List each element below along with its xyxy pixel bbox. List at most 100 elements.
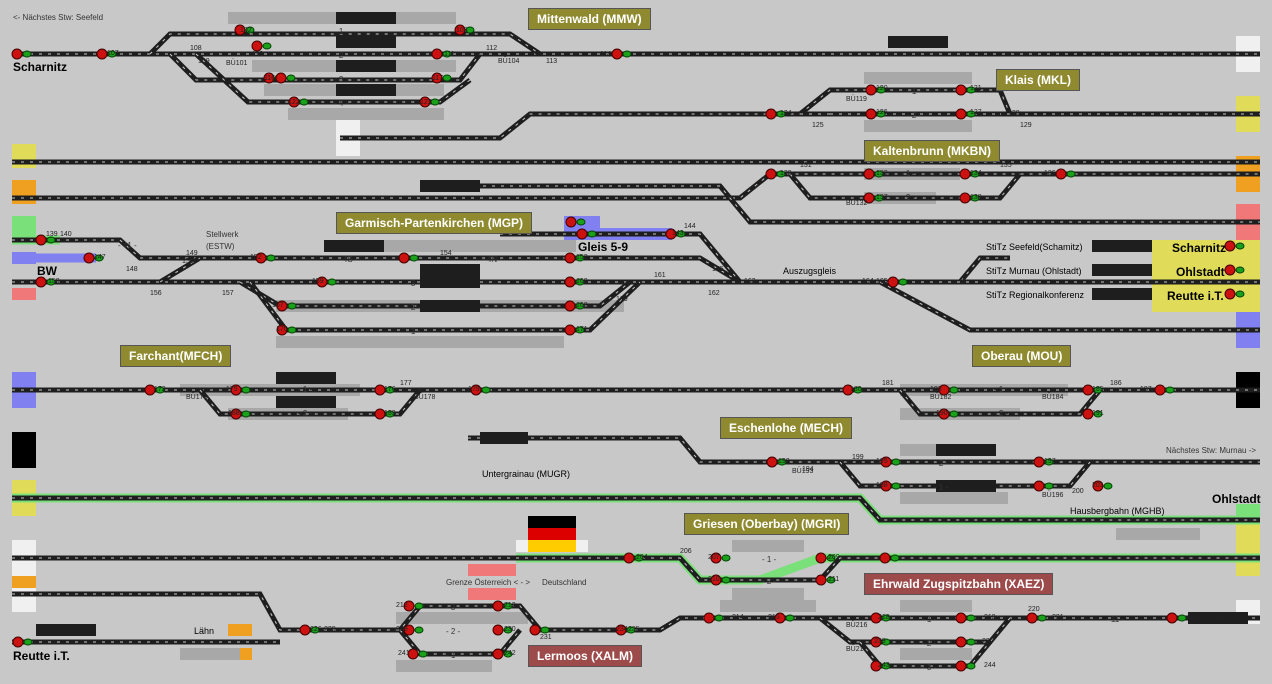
- signal-number-label: 108: [190, 45, 202, 52]
- signal-icon: [1026, 612, 1038, 624]
- route-pink-block: [12, 288, 36, 300]
- station-griesen[interactable]: Griesen (Oberbay) (MGRI): [684, 513, 850, 535]
- signal-icon: [403, 624, 415, 636]
- signal-number-label: 191: [1092, 410, 1104, 417]
- counter-block: [480, 432, 528, 444]
- track-sleepers: [12, 593, 1260, 631]
- signal-icon: [1154, 384, 1166, 396]
- signal-number-label: 158: [48, 278, 60, 285]
- signal-icon: [842, 384, 854, 396]
- station-klais[interactable]: Klais (MKL): [996, 69, 1080, 91]
- signal-number-label: 231: [540, 634, 552, 641]
- platform-block: [396, 660, 492, 672]
- signal-aspect-icon: [287, 302, 297, 310]
- platform-block: [276, 336, 564, 348]
- endpoint-bw[interactable]: BW: [37, 264, 57, 278]
- signal-number-label: 201: [1092, 482, 1104, 489]
- signal-aspect-icon: [966, 110, 976, 118]
- crossing-label: BÜ182: [930, 394, 952, 401]
- track-line: [420, 183, 1260, 225]
- stellwerk-label: Stellwerk: [206, 230, 239, 239]
- signal-aspect-icon: [540, 626, 550, 634]
- station-lermoos[interactable]: Lermoos (XALM): [528, 645, 642, 667]
- station-oberau[interactable]: Oberau (MOU): [972, 345, 1072, 367]
- signal-number-label: 125: [812, 122, 824, 129]
- route-pink-block: [468, 564, 516, 576]
- signal-number-label: 139: [46, 231, 58, 238]
- signal-icon: [564, 276, 576, 288]
- endpoint-scharnitz[interactable]: Scharnitz: [13, 60, 68, 74]
- track-number-label: - 3 -: [922, 663, 937, 672]
- track-sleepers: [249, 281, 641, 331]
- crossing-label: BÜ178: [414, 394, 436, 401]
- signal-aspect-icon: [241, 410, 251, 418]
- signal-aspect-icon: [107, 50, 117, 58]
- signal-number-label: 114: [600, 51, 612, 58]
- signal-number-label: 167: [272, 302, 284, 309]
- station-eschenlohe[interactable]: Eschenlohe (MECH): [720, 417, 853, 439]
- station-farchant[interactable]: Farchant(MFCH): [120, 345, 232, 367]
- station-mittenwald[interactable]: Mittenwald (MMW): [528, 8, 651, 30]
- signal-icon: [955, 84, 967, 96]
- panel-scharnitz-label: Scharnitz: [1172, 241, 1227, 255]
- platform-block: [1116, 528, 1200, 540]
- signal-aspect-icon: [891, 482, 901, 490]
- stitz-regional-button[interactable]: StiTz Regionalkonferenz: [986, 290, 1085, 300]
- track-sleepers: [859, 641, 991, 667]
- signal-icon: [275, 72, 287, 84]
- signal-icon: [492, 624, 504, 636]
- crossing-label: BÜ216: [846, 622, 868, 629]
- counter-block: [1092, 240, 1152, 252]
- station-kaltenbrunn[interactable]: Kaltenbrunn (MKBN): [864, 140, 1000, 162]
- signal-number-label: 159: [312, 278, 324, 285]
- route-black-block: [12, 432, 36, 468]
- track-number-label: - 2 -: [901, 193, 916, 202]
- signal-aspect-icon: [241, 386, 251, 394]
- counter-block: [420, 180, 480, 192]
- nav-prev-seefeld[interactable]: <- Nächstes Stw: Seefeld: [13, 13, 104, 22]
- track-number-label: - 2 -: [762, 577, 777, 586]
- signal-aspect-icon: [1177, 614, 1187, 622]
- signal-number-label: 177: [400, 380, 412, 387]
- station-garmisch[interactable]: Garmisch-Partenkirchen (MGP): [336, 212, 533, 234]
- signal-icon: [83, 252, 95, 264]
- counter-block: [1092, 288, 1152, 300]
- stitz-seefeld-button[interactable]: StiTz Seefeld(Schamitz): [986, 242, 1083, 252]
- signal-icon: [11, 48, 23, 60]
- signal-aspect-icon: [430, 98, 440, 106]
- track-number-label: - 3 -: [334, 75, 349, 84]
- endpoint-reutte[interactable]: Reutte i.T.: [13, 649, 70, 663]
- signal-aspect-icon: [1093, 410, 1103, 418]
- signal-aspect-icon: [776, 110, 786, 118]
- signal-aspect-icon: [266, 254, 276, 262]
- signal-aspect-icon: [853, 386, 863, 394]
- counter-block: [276, 372, 336, 384]
- track-line: [12, 237, 1010, 285]
- signal-icon: [1055, 168, 1067, 180]
- signal-icon: [955, 660, 967, 672]
- endpoint-ohlstadt[interactable]: Ohlstadt: [1212, 492, 1261, 506]
- signal-number-label: 111: [444, 51, 455, 58]
- stitz-murnau-button[interactable]: StiTz Murnau (Ohlstadt): [986, 266, 1082, 276]
- nav-next-murnau[interactable]: Nächstes Stw: Murnau ->: [1166, 446, 1257, 455]
- station-ehrwald[interactable]: Ehrwald Zugspitzbahn (XAEZ): [864, 573, 1054, 595]
- counter-block: [336, 84, 396, 96]
- platform-block: [864, 120, 972, 132]
- signal-aspect-icon: [310, 626, 320, 634]
- signal-aspect-icon: [1235, 290, 1245, 298]
- signal-number-label: 181: [882, 380, 894, 387]
- signal-aspect-icon: [46, 236, 56, 244]
- track-sleepers: [12, 557, 1260, 581]
- signal-aspect-icon: [890, 554, 900, 562]
- signal-aspect-icon: [245, 26, 255, 34]
- signal-icon: [880, 480, 892, 492]
- signal-aspect-icon: [575, 302, 585, 310]
- signal-icon: [863, 168, 875, 180]
- signal-icon: [374, 408, 386, 420]
- signal-number-label: 207: [708, 554, 720, 561]
- counter-block: [36, 624, 96, 636]
- signal-number-label: 189: [384, 410, 396, 417]
- track-number-label: - 2 -: [922, 639, 937, 648]
- track-sleepers: [199, 389, 421, 415]
- signal-icon: [938, 384, 950, 396]
